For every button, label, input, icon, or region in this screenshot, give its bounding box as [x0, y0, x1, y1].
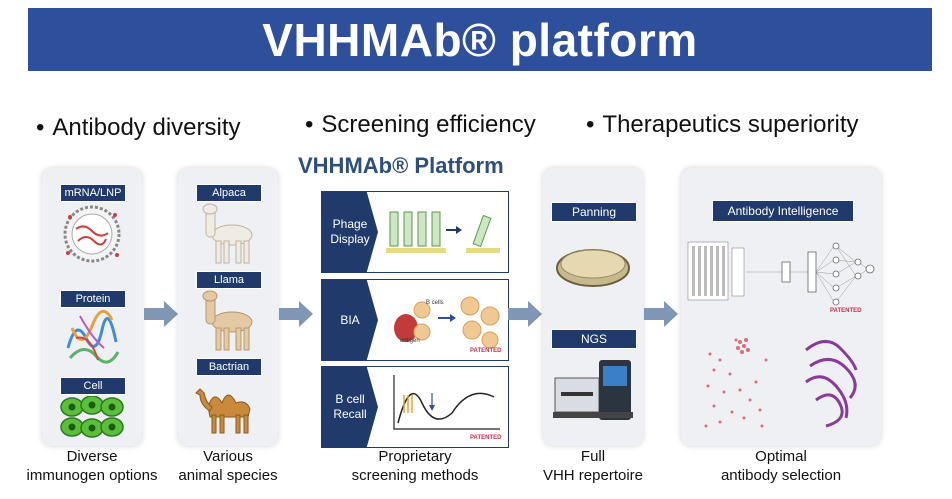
bullet-screening-efficiency: •Screening efficiency: [305, 111, 536, 138]
label-bactrian: Bactrian: [196, 358, 262, 376]
bullet-text: Therapeutics superiority: [602, 111, 859, 138]
method-line: BIA: [340, 312, 360, 327]
caption-line: Diverse: [66, 448, 118, 465]
petri-dish-icon: [556, 249, 630, 287]
caption-line: immunogen options: [26, 467, 158, 484]
antigen-label: antigen: [400, 338, 420, 344]
bullet-text: Antibody diversity: [52, 114, 241, 141]
label-protein: Protein: [60, 290, 126, 308]
method-line: Phage: [332, 217, 368, 231]
bullet-therapeutics-superiority: •Therapeutics superiority: [586, 111, 859, 138]
page-title: VHHMAb® platform: [262, 13, 698, 66]
caption-repertoire: Full VHH repertoire: [513, 447, 673, 485]
bullet-antibody-diversity: •Antibody diversity: [36, 114, 241, 141]
label-mrna-lnp: mRNA/LNP: [60, 184, 126, 202]
llama-icon: [202, 290, 253, 351]
bia-illustration: [394, 296, 500, 349]
caption-line: Various: [203, 448, 253, 465]
label-llama: Llama: [196, 271, 262, 289]
caption-immunogen: Diverse immunogen options: [2, 447, 182, 485]
caption-line: Full: [580, 448, 606, 465]
right-arrow-icon: [644, 301, 678, 327]
method-line: Recall: [333, 407, 367, 421]
patented-label: PATENTED: [470, 435, 502, 441]
method-line: B cell: [335, 392, 365, 406]
title-banner: VHHMAb® platform: [28, 8, 932, 71]
camel-icon: [195, 388, 251, 434]
bia-box: BIA B cells antigen PATENTED: [321, 279, 509, 361]
caption-line: VHH repertoire: [542, 467, 644, 484]
caption-line: screening methods: [351, 467, 479, 484]
patented-label: PATENTED: [470, 348, 502, 354]
neural-network-illustration: [687, 241, 875, 306]
caption-line: animal species: [178, 467, 278, 484]
sequencer-icon: [553, 360, 633, 420]
caption-line: Optimal: [755, 448, 807, 465]
caption-line: Proprietary: [378, 448, 452, 465]
label-ngs: NGS: [551, 329, 637, 349]
caption-screening: Proprietary screening methods: [332, 447, 498, 485]
label-cell: Cell: [60, 377, 126, 395]
bcells-label: B cells: [426, 300, 444, 306]
caption-selection: Optimal antibody selection: [681, 447, 881, 485]
cells-icon: [60, 396, 124, 438]
platform-subtitle: VHHMAb® Platform: [298, 153, 504, 178]
label-panning: Panning: [551, 202, 637, 222]
bcell-recall-curve: [393, 375, 500, 430]
scatter-plot-illustration: [704, 338, 768, 428]
right-arrow-icon: [508, 301, 542, 327]
antibody-structure-icon: [805, 340, 858, 428]
caption-species: Various animal species: [148, 447, 308, 485]
caption-line: antibody selection: [720, 467, 842, 484]
lnp-icon: [63, 205, 121, 263]
right-arrow-icon: [144, 301, 178, 327]
label-antibody-intelligence: Antibody Intelligence: [712, 200, 854, 222]
method-line: Display: [330, 232, 370, 246]
label-alpaca: Alpaca: [196, 184, 262, 202]
phage-display-illustration: [386, 211, 500, 253]
bullet-text: Screening efficiency: [321, 111, 536, 138]
right-arrow-icon: [279, 301, 313, 327]
protein-structure-icon: [66, 309, 120, 364]
patented-label: PATENTED: [830, 308, 862, 314]
tab-bia: BIA: [322, 280, 378, 360]
alpaca-icon: [202, 203, 253, 264]
